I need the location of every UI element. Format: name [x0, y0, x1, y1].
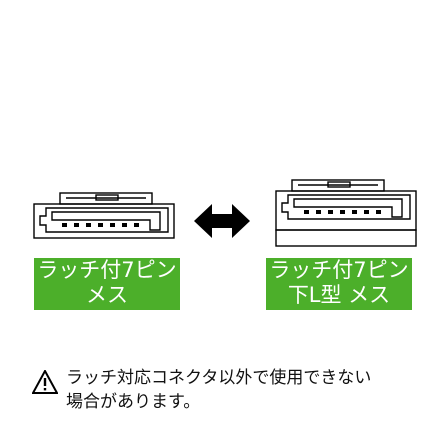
left-connector-pins — [62, 223, 139, 227]
note-text: ラッチ対応コネクタ以外で使用できない 場合があります。 — [66, 366, 436, 414]
right-connector-label: ラッチ付7ピン 下L型 メス — [266, 258, 412, 310]
note-line1: ラッチ対応コネクタ以外で使用できない — [66, 368, 372, 388]
double-arrow-icon — [194, 204, 250, 238]
warning-icon — [32, 370, 58, 394]
right-connector-label-line2: 下L型 メス — [287, 283, 391, 307]
right-connector-pins — [304, 210, 381, 214]
left-connector-label: ラッチ付7ピン メス — [34, 258, 180, 310]
left-connector-label-line1: ラッチ付7ピン — [37, 258, 177, 282]
right-connector-drawing — [275, 179, 417, 247]
left-connector-drawing — [33, 192, 175, 239]
left-connector-label-line2: メス — [86, 283, 128, 307]
note-line2: 場合があります。 — [66, 392, 201, 412]
right-connector-label-line1: ラッチ付7ピン — [269, 258, 409, 282]
